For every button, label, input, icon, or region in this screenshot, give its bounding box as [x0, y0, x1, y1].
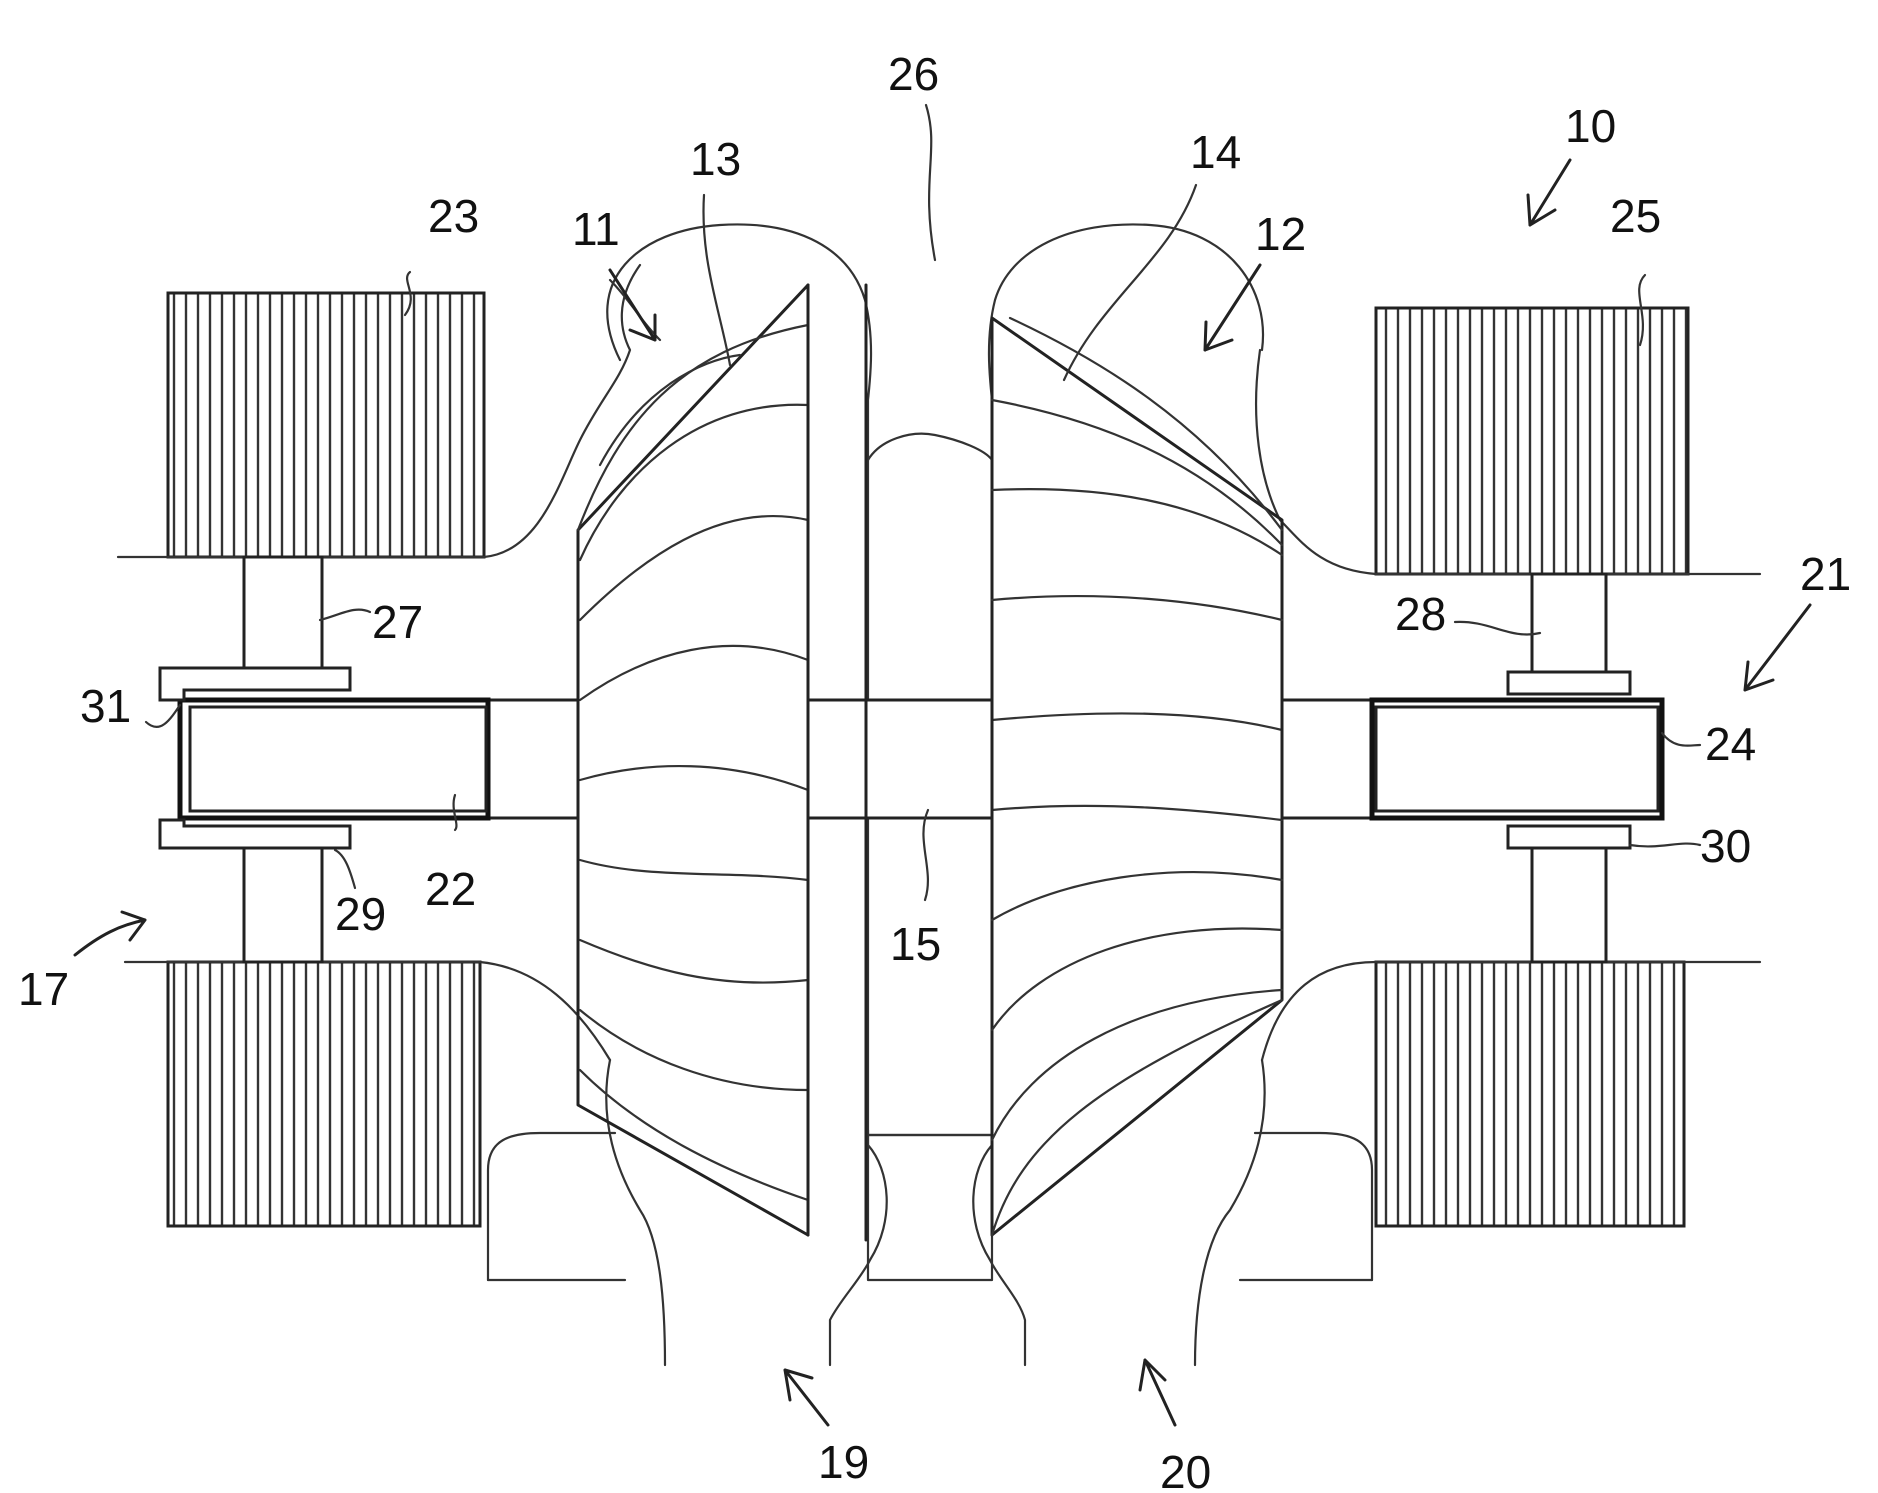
arrow-17 — [75, 912, 145, 955]
label-20: 20 — [1160, 1446, 1211, 1493]
compressor-blades — [578, 325, 808, 1200]
compressor-wheel-outline — [578, 285, 808, 1235]
arrow-20 — [1140, 1360, 1175, 1425]
right-base — [1255, 1133, 1372, 1280]
bearing-28 — [1508, 672, 1630, 694]
bearing-housing — [868, 434, 992, 460]
rotor-magnet-left-inner — [190, 707, 486, 811]
label-26: 26 — [888, 48, 939, 100]
support-30-bottom — [1532, 848, 1606, 962]
stator-left-bottom — [168, 962, 480, 1226]
turbine-wheel-outline — [992, 318, 1282, 1235]
label-19: 19 — [818, 1436, 869, 1488]
left-volute-inner — [830, 420, 887, 1365]
shaft-center — [808, 700, 992, 818]
label-10: 10 — [1565, 100, 1616, 152]
label-14: 14 — [1190, 126, 1241, 178]
label-29: 29 — [335, 888, 386, 940]
right-volute-inner — [973, 420, 1025, 1365]
shaft-right-section — [1282, 700, 1372, 818]
bearing-31 — [160, 668, 350, 700]
label-25: 25 — [1610, 190, 1661, 242]
label-22: 22 — [425, 863, 476, 915]
label-30: 30 — [1700, 820, 1751, 872]
label-27: 27 — [372, 596, 423, 648]
label-11: 11 — [572, 203, 620, 255]
bearing-30 — [1508, 826, 1630, 848]
label-21: 21 — [1800, 548, 1851, 600]
shaft-left-section — [484, 700, 578, 818]
rotor-magnet-right-inner — [1376, 707, 1658, 811]
arrow-10 — [1528, 160, 1570, 225]
support-27-top — [244, 557, 322, 668]
left-base — [488, 1133, 615, 1280]
label-17: 17 — [18, 963, 69, 1015]
label-13: 13 — [690, 133, 741, 185]
label-12: 12 — [1255, 208, 1306, 260]
label-28: 28 — [1395, 588, 1446, 640]
right-volute-lower — [1195, 1060, 1265, 1365]
support-28-top — [1532, 574, 1606, 672]
label-15: 15 — [890, 918, 941, 970]
stator-left-top — [168, 293, 484, 557]
bearing-29 — [160, 820, 350, 848]
arrow-21 — [1745, 605, 1810, 690]
arrow-11 — [610, 270, 655, 340]
turbine-blades — [992, 318, 1282, 1235]
label-24: 24 — [1705, 718, 1756, 770]
stator-right-bottom — [1376, 962, 1684, 1226]
arrow-19 — [785, 1370, 828, 1425]
left-volute-lower — [606, 1060, 665, 1365]
label-23: 23 — [428, 190, 479, 242]
stator-right-top — [1376, 308, 1688, 574]
left-volute — [607, 224, 871, 420]
arrow-12 — [1205, 265, 1260, 350]
support-27-bottom — [244, 848, 322, 962]
label-31: 31 — [80, 680, 131, 732]
